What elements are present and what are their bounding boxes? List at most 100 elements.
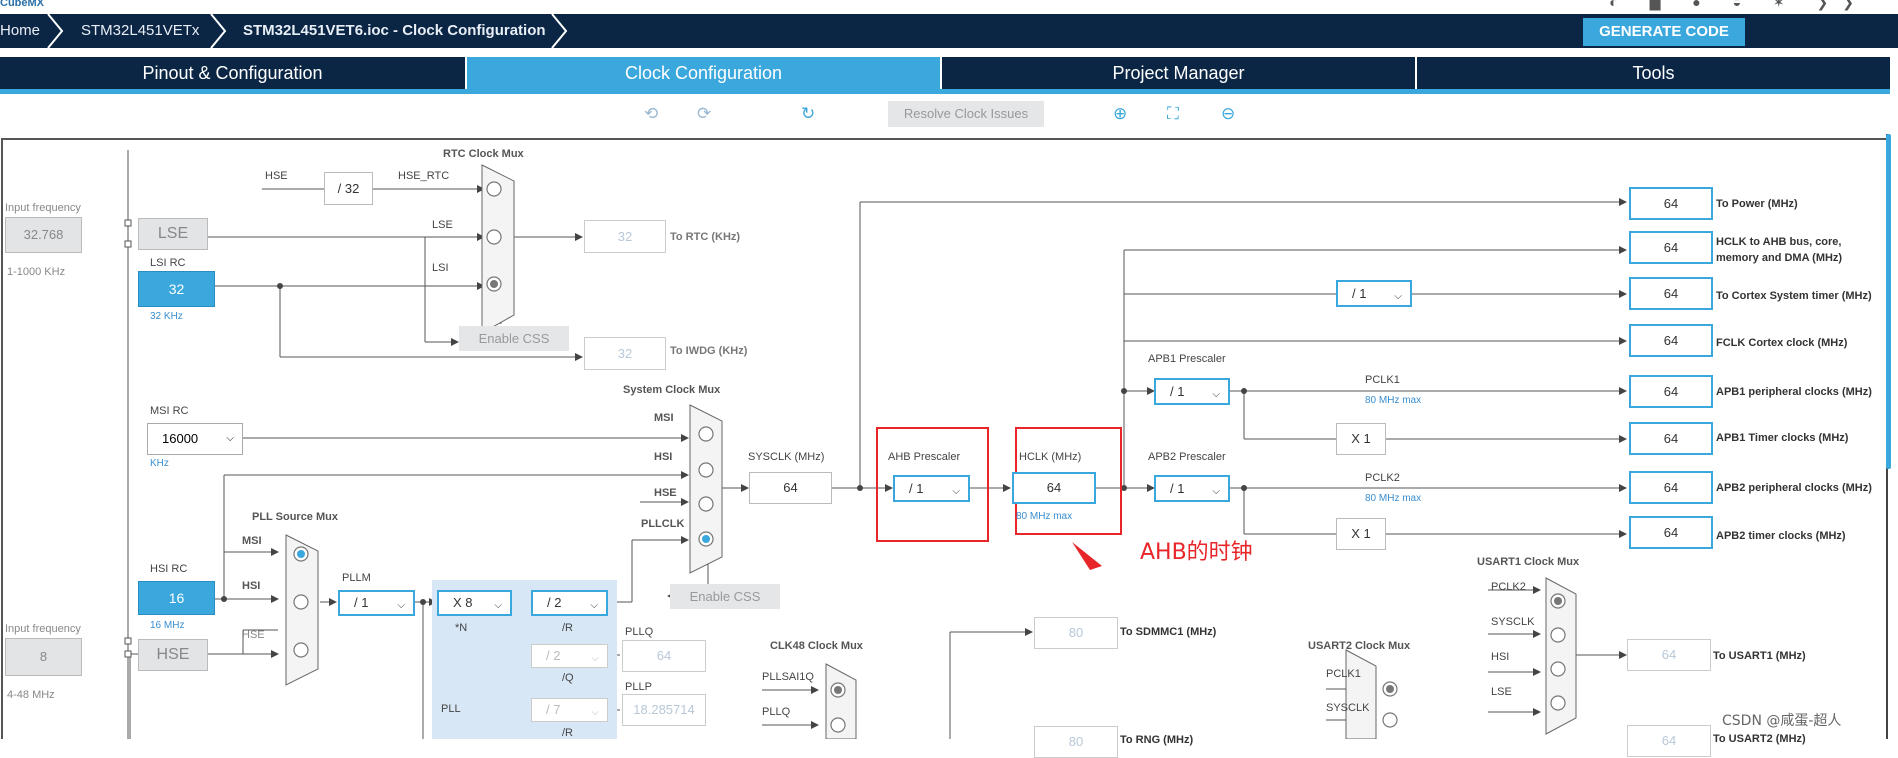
output-power-value[interactable]: 64 bbox=[1629, 187, 1713, 220]
pllp-select[interactable]: / 7⌵ bbox=[531, 698, 608, 722]
output-hclk-ahb-label: HCLK to AHB bus, core, bbox=[1716, 236, 1842, 248]
output-fclk-label: FCLK Cortex clock (MHz) bbox=[1716, 337, 1848, 349]
clock-tree-canvas bbox=[1, 138, 1890, 739]
chevron-down-icon: ⌵ bbox=[1212, 389, 1220, 400]
output-fclk-value[interactable]: 64 bbox=[1629, 324, 1713, 357]
sys-enable-css-button[interactable]: Enable CSS bbox=[670, 584, 780, 609]
output-hclk-ahb-label-2: memory and DMA (MHz) bbox=[1716, 252, 1843, 264]
apb1-prescaler-select[interactable]: / 1 ⌵ bbox=[1154, 378, 1230, 405]
hse-source[interactable]: HSE bbox=[138, 639, 208, 671]
hsi-unit: 16 MHz bbox=[150, 620, 185, 631]
pllm-select[interactable]: / 1⌵ bbox=[338, 590, 415, 616]
output-apb1-peripheral-value[interactable]: 64 bbox=[1629, 375, 1713, 408]
iwdg-frequency-output[interactable]: 32 bbox=[584, 337, 666, 370]
usart2-sysclk-label: SYSCLK bbox=[1326, 702, 1370, 714]
redo-icon[interactable]: ⟳ bbox=[697, 104, 712, 123]
pllm-label: PLLM bbox=[342, 572, 371, 584]
lsi-rc-value[interactable]: 32 bbox=[138, 271, 215, 307]
hclk-value[interactable]: 64 bbox=[1012, 472, 1096, 504]
apb2-prescaler-label: APB2 Prescaler bbox=[1148, 451, 1226, 463]
msi-unit: KHz bbox=[150, 458, 169, 469]
tab-bar bbox=[0, 57, 1890, 89]
chevron-down-icon: ⌵ bbox=[952, 486, 960, 497]
brand-logo: CubeMX bbox=[0, 0, 44, 9]
generate-code-button[interactable]: GENERATE CODE bbox=[1583, 18, 1745, 46]
pllr-value: / 2 bbox=[547, 595, 562, 610]
breadcrumb-mcu[interactable]: STM32L451VETx bbox=[81, 22, 200, 39]
rtc-enable-css-button[interactable]: Enable CSS bbox=[459, 326, 569, 351]
output-apb2-peripheral-value[interactable]: 64 bbox=[1629, 471, 1713, 504]
rtc-lsi-label: LSI bbox=[432, 262, 449, 274]
pclk1-label: PCLK1 bbox=[1365, 374, 1400, 386]
apb2-prescaler-value: / 1 bbox=[1170, 481, 1185, 496]
ahb-annotation: AHB的时钟 bbox=[1140, 540, 1253, 565]
output-apb2-timer-value[interactable]: 64 bbox=[1629, 516, 1713, 549]
tab-pinout[interactable]: Pinout & Configuration bbox=[0, 57, 467, 89]
output-apb2-peripheral-label: APB2 peripheral clocks (MHz) bbox=[1716, 482, 1872, 494]
pllr-select[interactable]: / 2⌵ bbox=[531, 590, 608, 616]
msi-frequency-select[interactable]: 16000⌵ bbox=[147, 423, 243, 455]
cortex-timer-divider-select[interactable]: / 1⌵ bbox=[1336, 280, 1412, 307]
resolve-clock-issues-button[interactable]: Resolve Clock Issues bbox=[888, 101, 1044, 127]
usart1-output-label: To USART1 (MHz) bbox=[1713, 650, 1806, 662]
vertical-scrollbar[interactable] bbox=[1886, 134, 1891, 469]
sysclk-value[interactable]: 64 bbox=[749, 472, 832, 504]
refresh-icon[interactable]: ↻ bbox=[801, 104, 816, 123]
output-apb2-timer-label: APB2 timer clocks (MHz) bbox=[1716, 530, 1846, 542]
undo-icon[interactable]: ⟲ bbox=[644, 104, 659, 123]
rtc-mux-title: RTC Clock Mux bbox=[443, 148, 524, 160]
clk48-mux-title: CLK48 Clock Mux bbox=[770, 640, 863, 652]
tab-project-manager[interactable]: Project Manager bbox=[942, 57, 1417, 89]
breadcrumb-file[interactable]: STM32L451VET6.ioc - Clock Configuration bbox=[243, 22, 546, 39]
sysmux-hsi-label: HSI bbox=[654, 451, 673, 463]
hse-input-frequency[interactable]: 8 bbox=[5, 638, 82, 676]
tab-tools[interactable]: Tools bbox=[1632, 63, 1675, 83]
sdmmc-output[interactable]: 80 bbox=[1034, 617, 1118, 649]
breadcrumb-home[interactable]: Home bbox=[0, 22, 41, 39]
lse-input-frequency[interactable]: 32.768 bbox=[5, 217, 82, 253]
sysmux-hse-label: HSE bbox=[654, 487, 677, 499]
ahb-prescaler-select[interactable]: / 1⌵ bbox=[893, 475, 970, 502]
sdmmc-output-label: To SDMMC1 (MHz) bbox=[1120, 626, 1217, 638]
output-hclk-ahb-value[interactable]: 64 bbox=[1629, 231, 1713, 264]
plln-value: X 8 bbox=[453, 595, 473, 610]
fit-icon[interactable]: ⛶ bbox=[1167, 104, 1179, 123]
zoom-out-icon[interactable]: ⊖ bbox=[1221, 104, 1236, 123]
pllp-div-label: /R bbox=[562, 727, 573, 739]
social-icons[interactable]: ◐ ▇ ● ◒ ✶ ❯❯ bbox=[1609, 0, 1868, 10]
clk48-pllsai1q-label: PLLSAI1Q bbox=[762, 671, 814, 683]
rtc-hse-divider[interactable]: / 32 bbox=[324, 172, 373, 205]
chevron-down-icon: ⌵ bbox=[494, 600, 502, 611]
apb1-prescaler-value: / 1 bbox=[1170, 384, 1185, 399]
usart2-output[interactable]: 64 bbox=[1627, 725, 1711, 757]
rtc-output-label: To RTC (KHz) bbox=[670, 231, 741, 243]
pllq-select[interactable]: / 2⌵ bbox=[531, 644, 608, 668]
usart1-mux-title: USART1 Clock Mux bbox=[1477, 556, 1580, 568]
output-apb1-timer-label: APB1 Timer clocks (MHz) bbox=[1716, 432, 1849, 444]
chevron-right-icon bbox=[47, 14, 64, 48]
rtc-frequency-output[interactable]: 32 bbox=[584, 220, 666, 253]
zoom-in-icon[interactable]: ⊕ bbox=[1113, 104, 1128, 123]
breadcrumb bbox=[0, 14, 1898, 48]
apb2-prescaler-select[interactable]: / 1⌵ bbox=[1154, 475, 1230, 502]
rng-output[interactable]: 80 bbox=[1034, 726, 1118, 758]
pll-src-msi-label: MSI bbox=[242, 535, 262, 547]
hsi-rc-value[interactable]: 16 bbox=[138, 581, 215, 615]
pllq-output[interactable]: 64 bbox=[622, 640, 706, 672]
lsi-rc-label: LSI RC bbox=[150, 257, 186, 269]
top-header bbox=[0, 0, 1898, 14]
usart2-mux-title: USART2 Clock Mux bbox=[1308, 640, 1411, 652]
output-apb1-timer-value[interactable]: 64 bbox=[1629, 422, 1713, 455]
tab-clock-configuration[interactable]: Clock Configuration bbox=[467, 57, 942, 89]
output-power-label: To Power (MHz) bbox=[1716, 198, 1798, 210]
lse-source[interactable]: LSE bbox=[138, 218, 208, 250]
usart1-lse-label: LSE bbox=[1491, 686, 1512, 698]
usart1-output[interactable]: 64 bbox=[1627, 639, 1711, 671]
plln-select[interactable]: X 8 ⌵ bbox=[437, 590, 512, 616]
tab-underline bbox=[0, 89, 1890, 94]
pllp-output[interactable]: 18.285714 bbox=[622, 694, 706, 726]
chevron-down-icon: ⌵ bbox=[591, 707, 599, 718]
output-cortex-timer-value[interactable]: 64 bbox=[1629, 277, 1713, 310]
pllr-label: /R bbox=[562, 622, 573, 634]
pll-src-hsi-label: HSI bbox=[242, 580, 261, 592]
